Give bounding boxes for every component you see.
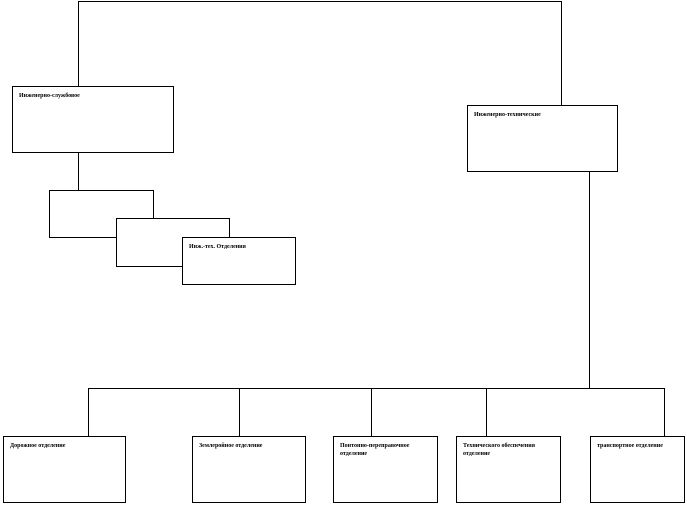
connector-line	[78, 1, 562, 2]
bottom-box-5: транспортное отделение	[590, 436, 685, 503]
connector-line	[664, 388, 665, 436]
bottom-box-1: Дорожное отделение	[3, 436, 126, 503]
bottom-box-3-label: Понтонно-переправочное отделение	[340, 443, 410, 458]
sub-box-1	[49, 190, 154, 238]
bottom-box-2-label: Землеройное отделение	[199, 443, 263, 449]
bottom-box-3: Понтонно-переправочное отделение	[333, 436, 438, 503]
connector-line	[486, 388, 487, 436]
sub-dept-label: Инж.-тех. Отделения	[189, 244, 246, 250]
right-head-label: Инженерно-технические	[474, 112, 541, 118]
left-head-label: Инженерно-службовое	[19, 93, 80, 99]
connector-line	[78, 1, 79, 86]
bottom-box-5-label: транспортное отделение	[597, 443, 663, 449]
sub-dept-box: Инж.-тех. Отделения	[182, 237, 296, 285]
left-head-box: Инженерно-службовое	[12, 86, 174, 153]
connector-line	[589, 171, 590, 389]
connector-line	[88, 388, 89, 436]
bottom-box-1-label: Дорожное отделение	[10, 443, 66, 449]
connector-line	[561, 1, 562, 105]
bottom-box-2: Землеройное отделение	[192, 436, 306, 503]
bottom-box-4: Технического обеспечения отделение	[456, 436, 561, 503]
bottom-box-4-label: Технического обеспечения отделение	[463, 443, 535, 458]
connector-line	[371, 388, 372, 436]
connector-line	[78, 152, 79, 191]
right-head-box: Инженерно-технические	[467, 105, 618, 172]
connector-line	[88, 388, 665, 389]
connector-line	[239, 388, 240, 436]
